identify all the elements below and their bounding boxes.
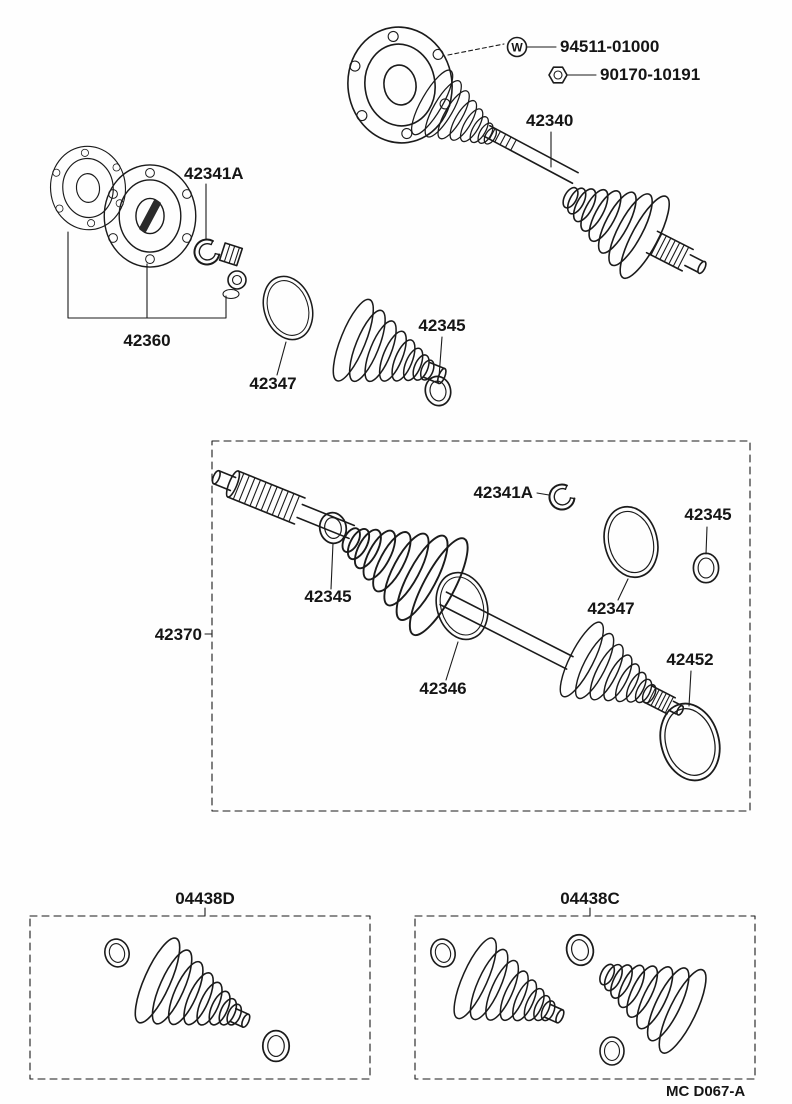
kit-box-04438D (29, 915, 371, 1080)
washer-callout: W 94511-01000 (447, 36, 659, 58)
part-label-42345-mid-right: 42345 (684, 505, 731, 524)
part-label-04438C: 04438C (560, 889, 620, 908)
dust-cover-drawing (650, 695, 730, 789)
kit-c-clamp-mid-drawing (562, 930, 598, 970)
leader-dashed-washer (447, 43, 505, 56)
boot-clamp-large-drawing-mid (596, 500, 666, 584)
boot-clamp-large-drawing-top (254, 269, 322, 347)
kit-d-boot-neck (229, 1007, 251, 1029)
part-label-42360: 42360 (123, 331, 170, 350)
axle-shaft-drawing (439, 591, 574, 670)
kit-d-clamp-small-drawing (100, 935, 134, 971)
leader-42345-mid-right (705, 526, 708, 555)
part-label-42452: 42452 (666, 650, 713, 669)
leader-42347-mid (617, 578, 629, 601)
snap-ring-drawing-mid (543, 480, 578, 516)
part-label-42347-top: 42347 (249, 374, 296, 393)
kit-c-boot-outer-drawing (580, 929, 716, 1060)
part-label-42370: 42370 (155, 625, 202, 644)
splined-stub-drawing (211, 469, 356, 540)
inboard-boot-drawing-mid (318, 487, 479, 643)
part-label-04438D: 04438D (175, 889, 235, 908)
spider-joint-drawing (218, 242, 247, 300)
outer-joint-stub (645, 230, 707, 275)
axle-shaft-assembly-42370: 42370 42345 42346 42341A 423 (155, 440, 751, 812)
part-label-42345-top: 42345 (418, 316, 465, 335)
drive-flange-drawing (339, 19, 461, 151)
kit-box-04438C (414, 915, 756, 1080)
part-label-42347-mid: 42347 (587, 599, 634, 618)
kit-d-clamp-end-drawing (261, 1029, 291, 1063)
companion-flange-rear-drawing (46, 142, 130, 234)
leader-42346 (445, 641, 459, 681)
leader-42345-top (438, 336, 443, 378)
part-label-90170-10191: 90170-10191 (600, 65, 700, 84)
part-label-94511-01000: 94511-01000 (560, 37, 659, 56)
boot-clamp-small-drawing-mid-right (692, 552, 720, 584)
boot-kit-04438C: 04438C (414, 889, 756, 1080)
kit-d-boot-drawing (126, 932, 260, 1060)
assembly-box-42370 (211, 440, 751, 812)
flange-center-slot (139, 199, 161, 233)
kit-c-clamp-small-drawing (426, 935, 460, 971)
inner-boot-drawing (404, 64, 514, 171)
boot-kit-04438D: 04438D (29, 889, 371, 1080)
part-label-42345-mid-left: 42345 (304, 587, 351, 606)
kit-c-clamp-end-drawing (599, 1036, 625, 1066)
outboard-driveshaft-assembly: 42340 (339, 19, 707, 285)
footer-drawing-code: MC D067-A (666, 1083, 745, 1100)
inboard-boot-drawing (324, 294, 450, 414)
outer-boot-drawing (542, 153, 679, 285)
snap-ring-drawing-top (189, 235, 223, 270)
part-label-42341A-top: 42341A (184, 164, 244, 183)
leader-42347-top (276, 341, 287, 376)
leader-42452 (688, 670, 692, 707)
outboard-joint-drawing (551, 616, 674, 734)
inboard-joint-assembly: 42360 42341A 42347 42345 (46, 142, 466, 414)
w-marker-letter: W (511, 41, 523, 55)
kit-c-boot-neck (544, 1003, 565, 1024)
leader-42345-mid-left (330, 542, 334, 590)
nut-callout: 90170-10191 (548, 65, 700, 84)
nut-icon (548, 66, 568, 84)
splined-shaft-section (483, 124, 579, 185)
part-label-42341A-mid: 42341A (473, 483, 533, 502)
kit-c-boot-inner-drawing (445, 932, 572, 1054)
part-label-42340: 42340 (526, 111, 573, 130)
leader-42341A-mid (536, 492, 550, 496)
part-label-42346: 42346 (419, 679, 466, 698)
